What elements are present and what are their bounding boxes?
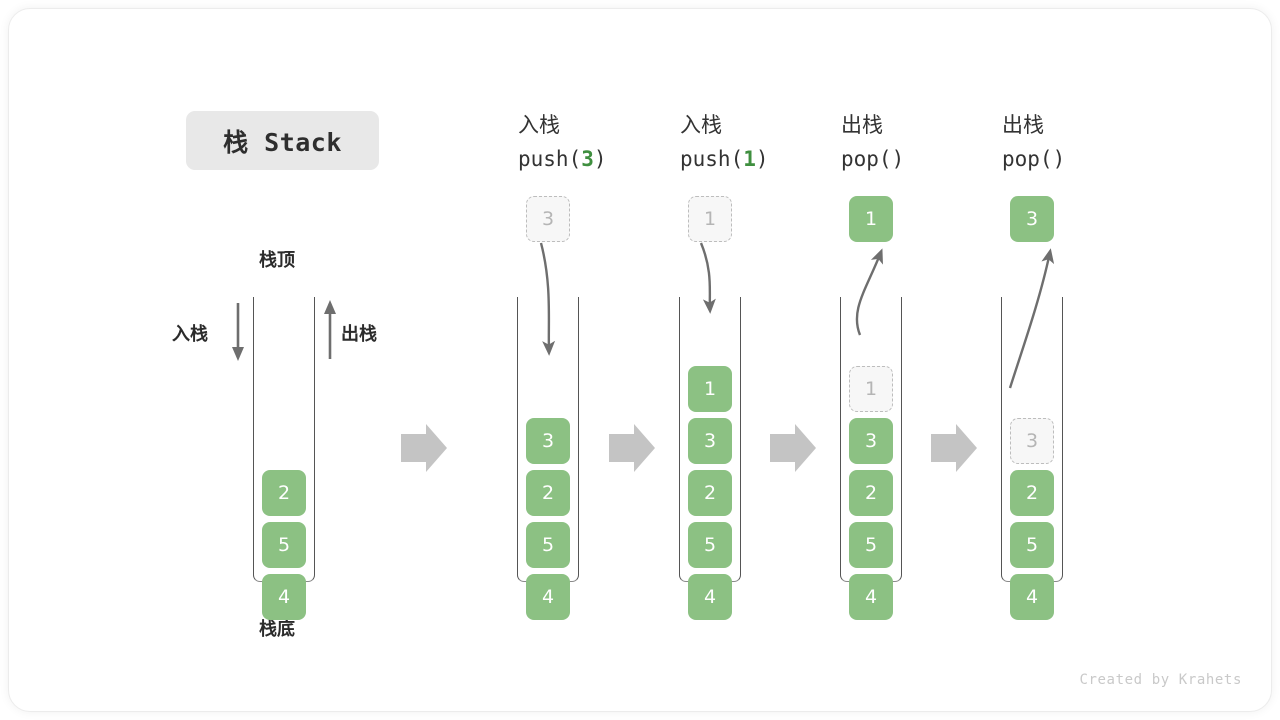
stack-cell: 4 bbox=[849, 574, 893, 620]
floating-cell-step3: 1 bbox=[849, 196, 893, 242]
stack-cell: 5 bbox=[849, 522, 893, 568]
step-header-1: 入栈 push(3) bbox=[518, 108, 688, 176]
stack-cell: 5 bbox=[1010, 522, 1054, 568]
step-operation-label: 入栈 bbox=[518, 113, 560, 137]
footer-credit: Created by Krahets bbox=[1079, 672, 1242, 688]
step-header-2: 入栈 push(1) bbox=[680, 108, 850, 176]
title-badge: 栈 Stack bbox=[186, 111, 379, 170]
floating-cell-step2: 1 bbox=[688, 196, 732, 242]
stack-cell: 2 bbox=[526, 470, 570, 516]
stack-bottom-label: 栈底 bbox=[259, 619, 295, 640]
stack-cell: 4 bbox=[262, 574, 306, 620]
step-header-4: 出栈 pop() bbox=[1002, 108, 1172, 176]
step-operation-label: 出栈 bbox=[841, 113, 883, 137]
stack-cell: 5 bbox=[262, 522, 306, 568]
step-operation-arg: 3 bbox=[581, 147, 594, 171]
step-operation-code: push(3) bbox=[518, 147, 607, 171]
stack-cell: 5 bbox=[526, 522, 570, 568]
stack-pop-label: 出栈 bbox=[341, 324, 377, 345]
stack-cell: 1 bbox=[849, 366, 893, 412]
stack-cell: 2 bbox=[849, 470, 893, 516]
stack-cell: 5 bbox=[688, 522, 732, 568]
step-operation-label: 入栈 bbox=[680, 113, 722, 137]
stack-cell: 3 bbox=[849, 418, 893, 464]
step-operation-code: push(1) bbox=[680, 147, 769, 171]
stack-top-label: 栈顶 bbox=[259, 250, 295, 271]
step-operation-code: pop() bbox=[1002, 147, 1066, 171]
stack-push-label: 入栈 bbox=[172, 324, 208, 345]
step-operation-arg: 1 bbox=[743, 147, 756, 171]
stack-cell: 2 bbox=[688, 470, 732, 516]
stack-cell: 4 bbox=[1010, 574, 1054, 620]
stack-cell: 4 bbox=[526, 574, 570, 620]
stack-cell: 2 bbox=[1010, 470, 1054, 516]
stack-cell: 4 bbox=[688, 574, 732, 620]
stack-cell: 3 bbox=[526, 418, 570, 464]
step-header-3: 出栈 pop() bbox=[841, 108, 1011, 176]
step-operation-label: 出栈 bbox=[1002, 113, 1044, 137]
stack-cell: 2 bbox=[262, 470, 306, 516]
stack-cell: 3 bbox=[1010, 418, 1054, 464]
stack-cell: 1 bbox=[688, 366, 732, 412]
step-operation-code: pop() bbox=[841, 147, 905, 171]
title-badge-label: 栈 Stack bbox=[223, 127, 342, 157]
floating-cell-step1: 3 bbox=[526, 196, 570, 242]
floating-cell-step4: 3 bbox=[1010, 196, 1054, 242]
stack-cell: 3 bbox=[688, 418, 732, 464]
